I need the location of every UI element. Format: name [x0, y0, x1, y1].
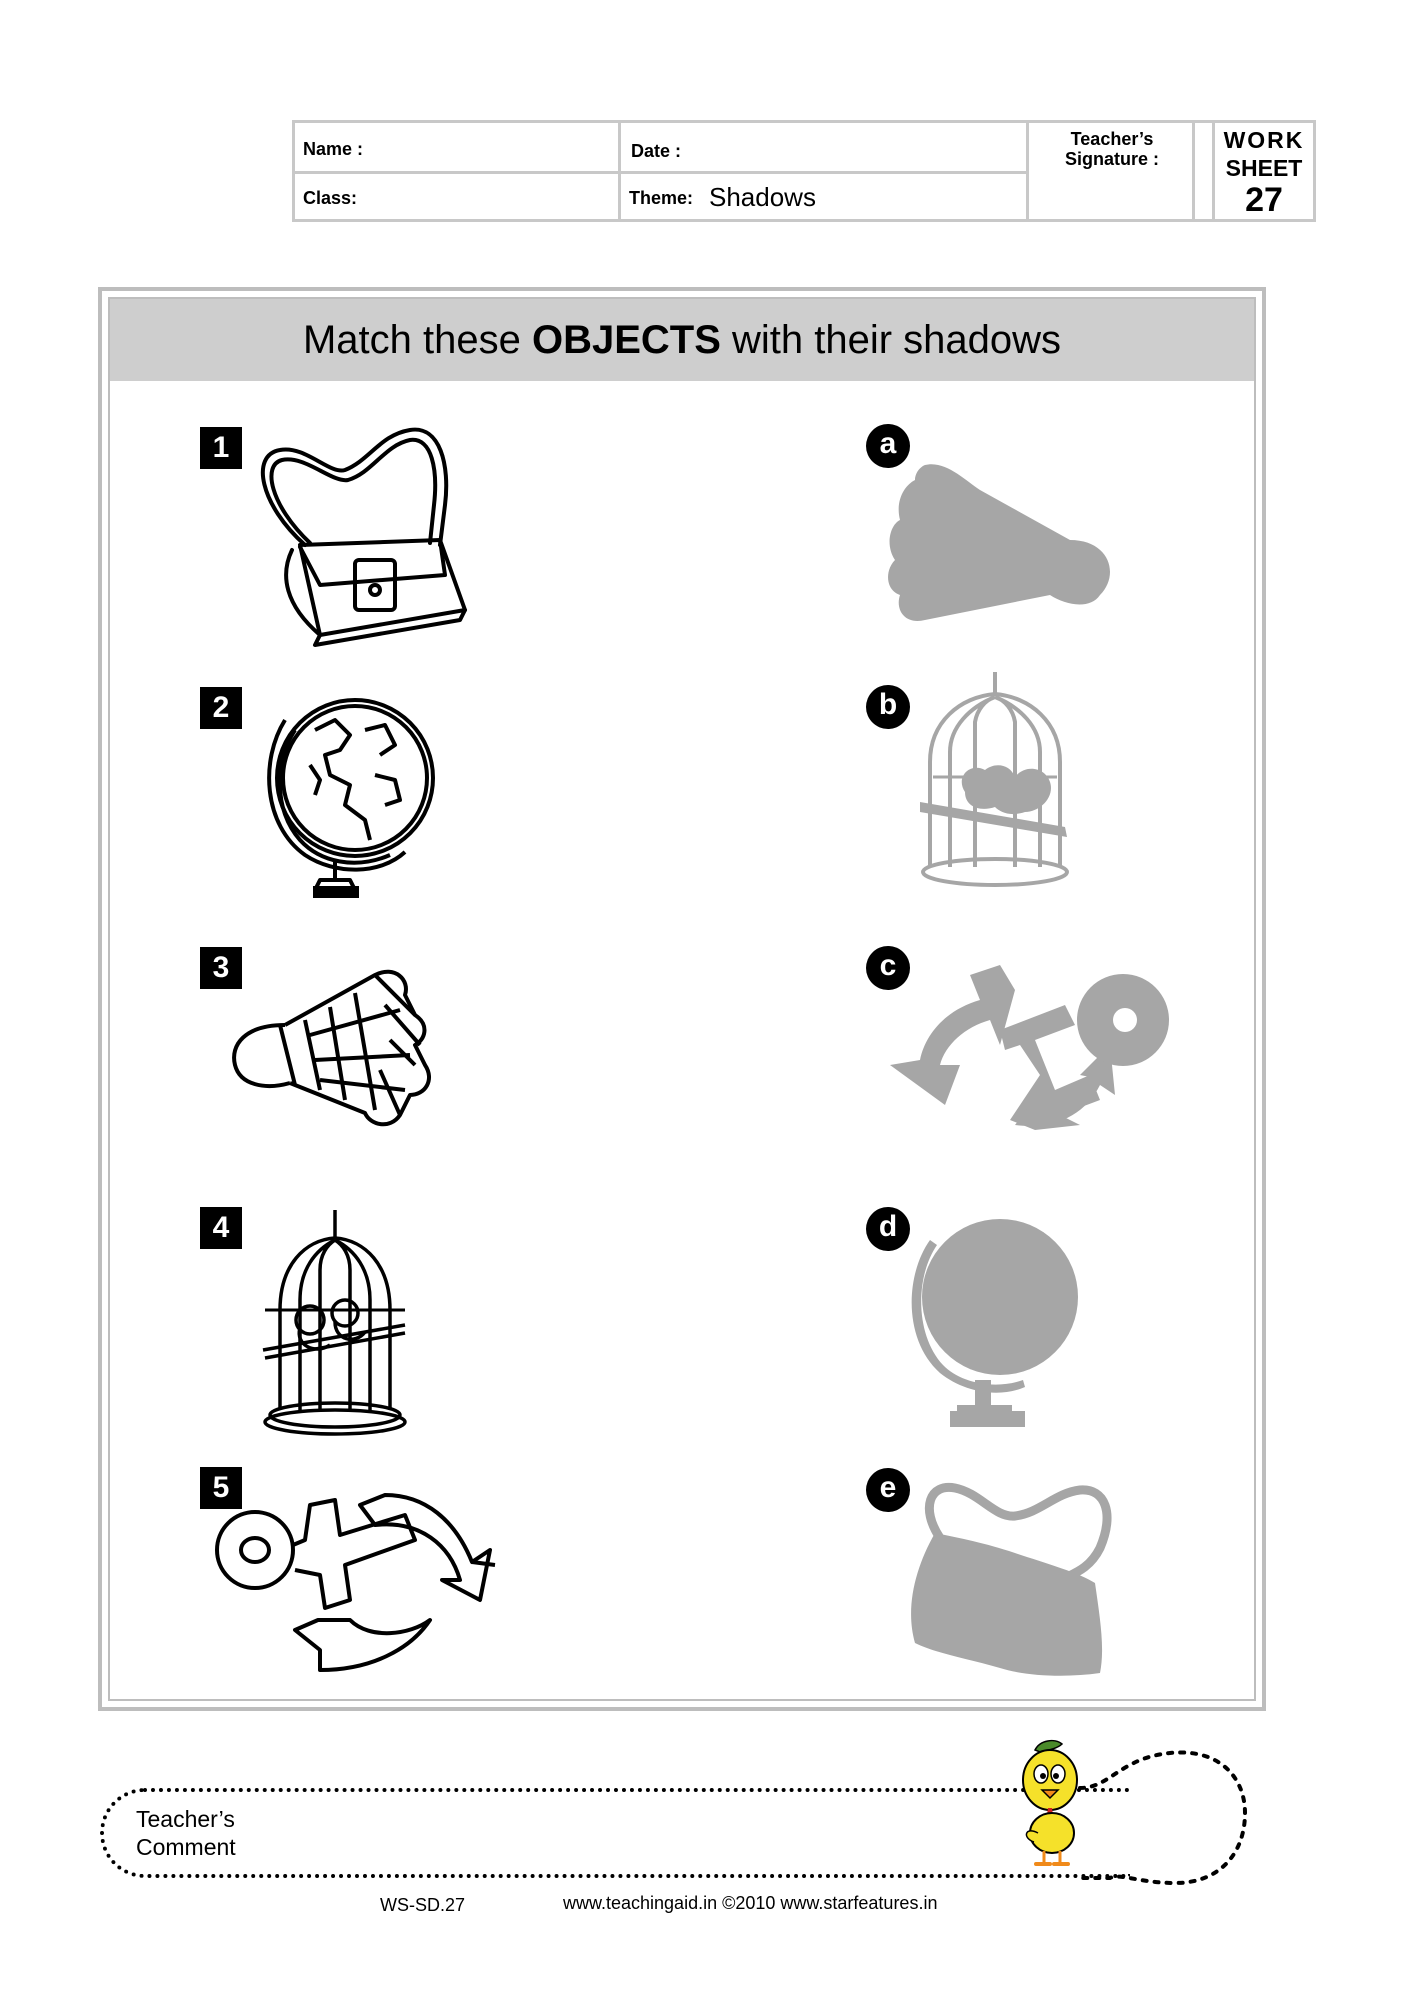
- instruction-prefix: Match these: [302, 318, 532, 362]
- worksheet-label-line2: SHEET: [1225, 155, 1303, 181]
- name-cell[interactable]: Name :: [295, 123, 621, 174]
- bag-icon[interactable]: [250, 425, 480, 650]
- teacher-signature-label-line2: Signature :: [1064, 149, 1159, 169]
- object-number-1: 1: [200, 427, 242, 469]
- object-number-5: 5: [200, 1467, 242, 1509]
- class-label: Class:: [303, 188, 358, 208]
- worksheet-number: 27: [1245, 181, 1283, 219]
- comment-dotted-loop: [1078, 1750, 1248, 1886]
- worksheet-label-line1: WORK: [1223, 127, 1305, 153]
- name-label: Name :: [303, 139, 364, 159]
- shadow-letter-d: d: [866, 1207, 910, 1251]
- bag-shadow-icon[interactable]: [905, 1478, 1130, 1678]
- anchor-shadow-icon[interactable]: [885, 965, 1175, 1130]
- shadow-letter-c: c: [866, 946, 910, 990]
- teacher-signature-cell[interactable]: Teacher’s Signature :: [1029, 123, 1195, 219]
- header-table: Name : Date : Teacher’s Signature : Clas…: [292, 120, 1316, 222]
- anchor-icon[interactable]: [210, 1490, 496, 1675]
- teacher-signature-label-line1: Teacher’s: [1070, 129, 1154, 149]
- theme-cell[interactable]: Theme: Shadows: [621, 174, 1029, 219]
- worksheet-frame-inner: [108, 297, 1256, 1701]
- shuttlecock-shadow-icon[interactable]: [885, 464, 1115, 625]
- birdcage-icon[interactable]: [255, 1210, 415, 1436]
- teacher-comment-field[interactable]: [100, 1788, 1130, 1878]
- chick-mascot-icon: [1022, 1739, 1078, 1866]
- instruction-text: Match these OBJECTS with their shadows: [110, 318, 1254, 363]
- worksheet-frame-outer: [98, 287, 1266, 1711]
- instruction-bold: OBJECTS: [531, 318, 721, 362]
- object-number-2: 2: [200, 687, 242, 729]
- globe-shadow-icon[interactable]: [905, 1215, 1080, 1430]
- shadow-letter-a: a: [866, 424, 910, 468]
- instruction-banner: [110, 299, 1254, 381]
- worksheet-badge: WORK SHEET 27: [1215, 123, 1313, 219]
- footer-website: www.teachingaid.in ©2010 www.starfeature…: [563, 1893, 938, 1913]
- teacher-signature-label: Teacher’s Signature :: [1029, 129, 1195, 169]
- teacher-comment-label-line1: Teacher’s: [136, 1806, 235, 1832]
- theme-value: Shadows: [709, 182, 816, 212]
- globe-icon[interactable]: [255, 690, 435, 905]
- header-separator: [1195, 123, 1215, 219]
- object-number-4: 4: [200, 1207, 242, 1249]
- theme-label: Theme:: [629, 188, 694, 208]
- class-cell[interactable]: Class:: [295, 174, 621, 219]
- teacher-comment-label: Teacher’s Comment: [136, 1805, 236, 1861]
- object-number-3: 3: [200, 947, 242, 989]
- worksheet-code: WS-SD.27: [380, 1895, 466, 1915]
- shadow-letter-b: b: [866, 685, 910, 729]
- date-cell[interactable]: Date :: [621, 123, 1029, 174]
- birdcage-shadow-icon[interactable]: [915, 672, 1075, 892]
- teacher-comment-label-line2: Comment: [136, 1834, 236, 1860]
- shuttlecock-icon[interactable]: [225, 965, 455, 1135]
- shadow-letter-e: e: [866, 1468, 910, 1512]
- date-label: Date :: [631, 141, 682, 161]
- instruction-suffix: with their shadows: [720, 318, 1062, 362]
